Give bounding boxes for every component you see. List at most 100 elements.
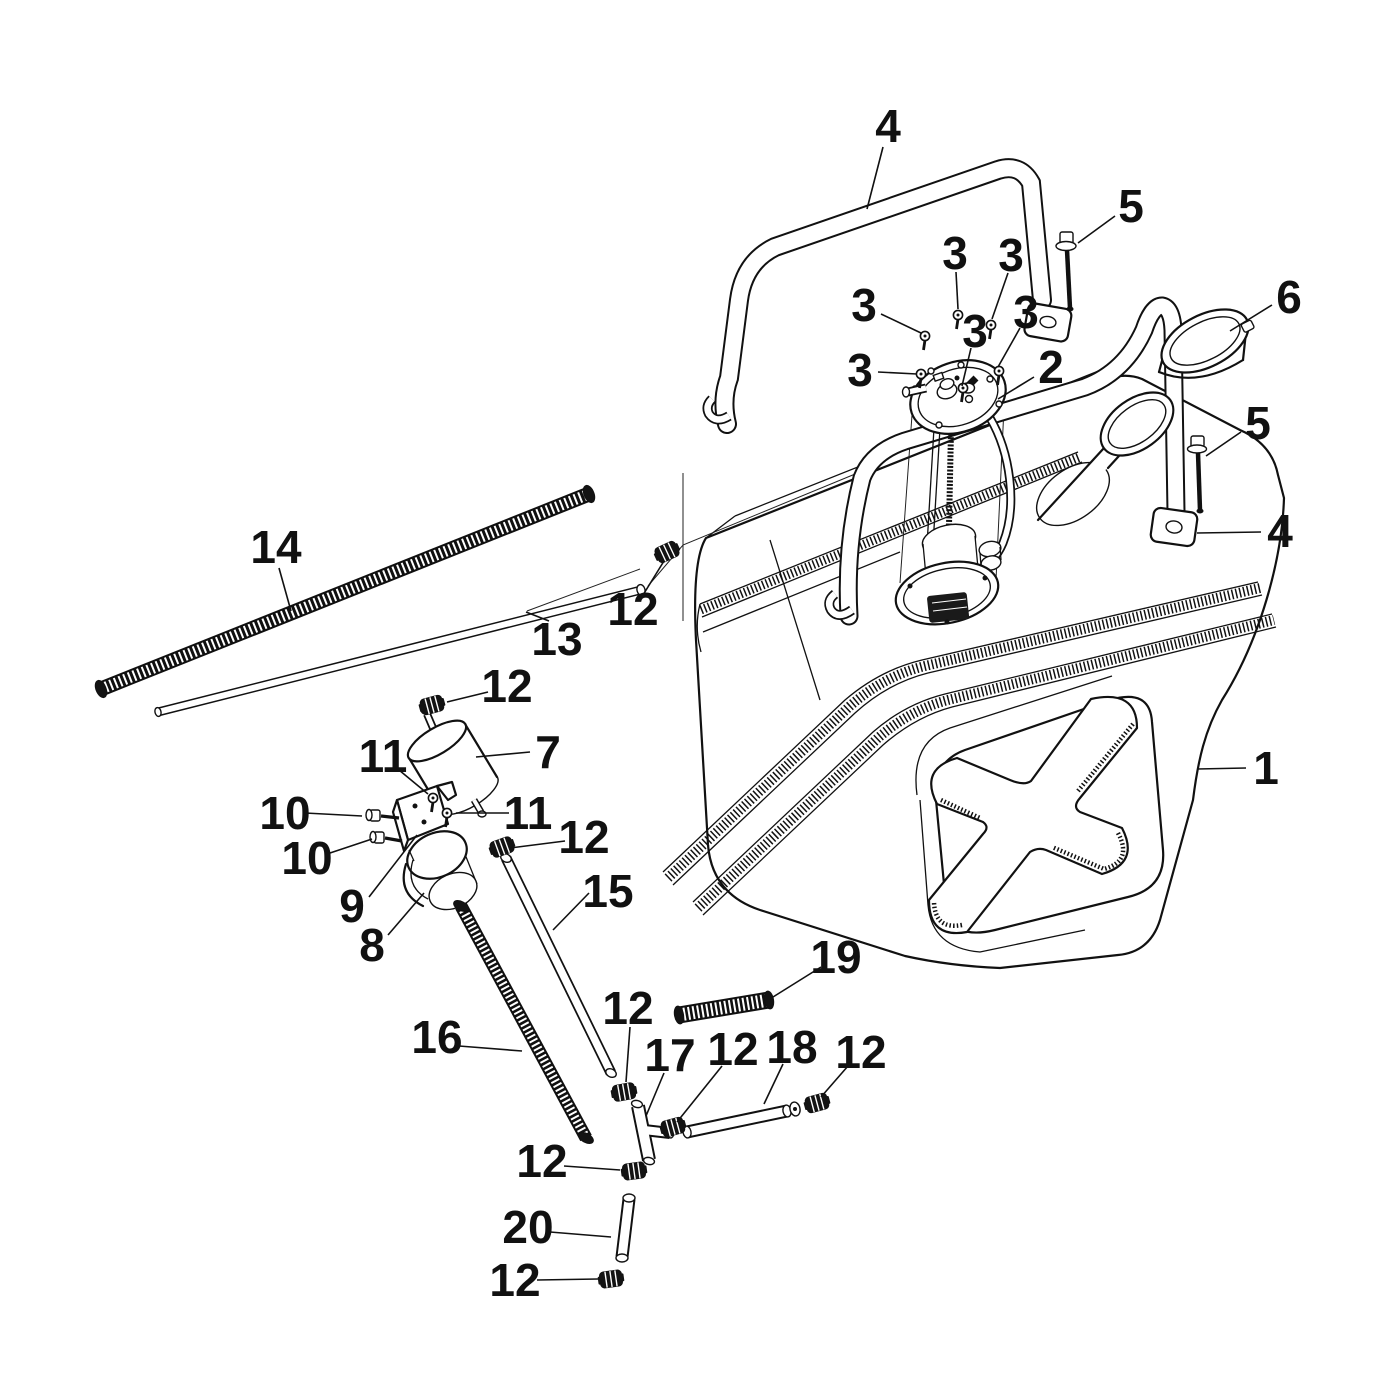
part-number-label: 5: [1118, 180, 1144, 232]
part-number-label: 12: [489, 1254, 540, 1306]
callout-3-5: 3: [851, 279, 922, 334]
bracket-bolt-10b: [369, 830, 403, 844]
leader-line: [676, 1065, 723, 1123]
part-number-label: 8: [359, 919, 385, 971]
part-number-label: 12: [835, 1026, 886, 1078]
part-number-label: 3: [962, 305, 988, 357]
leader-line: [536, 1278, 599, 1281]
leader-line: [475, 751, 531, 758]
callout-18-29: 18: [763, 1021, 818, 1105]
part-number-label: 20: [502, 1201, 553, 1253]
callout-4-11: 4: [1196, 505, 1293, 557]
leader-line: [398, 769, 429, 795]
fuel-tank: [662, 361, 1286, 970]
leader-line: [877, 371, 918, 375]
leader-line: [563, 1165, 621, 1171]
leader-line: [1196, 531, 1262, 534]
callout-5-1: 5: [1077, 180, 1144, 244]
fuel-pump-module: [894, 308, 1016, 626]
leader-line: [763, 1063, 784, 1105]
callout-13-14: 13: [525, 611, 583, 665]
leader-line: [1196, 767, 1247, 770]
part-number-label: 5: [1245, 397, 1271, 449]
callout-17-32: 17: [644, 1029, 696, 1117]
part-number-label: 16: [411, 1011, 462, 1063]
leader-line: [955, 271, 959, 310]
part-number-label: 6: [1276, 271, 1302, 323]
leader-line: [525, 611, 550, 622]
leader-line: [866, 146, 884, 210]
tank-upper-band: [696, 451, 1083, 653]
part-number-label: 12: [516, 1135, 567, 1187]
leader-line: [278, 567, 292, 612]
leader-line: [1229, 304, 1273, 332]
part-number-label: 4: [875, 100, 901, 152]
callout-12-13: 12: [607, 560, 665, 635]
callout-3-2: 3: [942, 227, 968, 310]
callout-10-19: 10: [259, 787, 363, 839]
strap-foot-left: [1023, 302, 1073, 343]
tank-end-bands: [662, 581, 1277, 916]
callout-14-12: 14: [250, 521, 302, 612]
spiral-wrap-19: [673, 990, 775, 1025]
part-number-label: 3: [847, 344, 873, 396]
part-number-label: 17: [644, 1029, 695, 1081]
part-number-label: 10: [281, 832, 332, 884]
part-number-label: 3: [942, 227, 968, 279]
leader-line: [820, 1065, 849, 1098]
leader-line: [997, 327, 1021, 368]
fuel-hose-15: [500, 852, 617, 1079]
part-number-label: 3: [1013, 286, 1039, 338]
part-number-label: 12: [707, 1023, 758, 1075]
callout-3-6: 3: [997, 286, 1039, 368]
part-number-label: 15: [582, 865, 633, 917]
callout-20-34: 20: [502, 1201, 612, 1253]
leader-line: [1205, 431, 1242, 457]
leader-line: [368, 834, 418, 898]
fuel-cap: [1157, 308, 1255, 379]
callout-12-30: 12: [676, 1023, 759, 1123]
part-number-label: 9: [339, 880, 365, 932]
callout-7-16: 7: [475, 726, 561, 778]
part-number-label: 19: [810, 931, 861, 983]
fuel-hose-20: [615, 1193, 636, 1263]
part-number-label: 12: [607, 583, 658, 635]
pump-flange: [901, 359, 1007, 435]
part-number-label: 18: [766, 1021, 817, 1073]
leader-line: [961, 347, 972, 387]
strap-bolt-top: [1055, 231, 1077, 312]
leader-line: [1077, 215, 1116, 244]
part-number-label: 11: [359, 730, 408, 782]
callout-1-18: 1: [1196, 742, 1279, 794]
part-number-label: 4: [1267, 505, 1293, 557]
leader-line: [645, 1072, 665, 1117]
tank-x-recess: [927, 695, 1139, 935]
clamp-12g: [619, 1160, 649, 1182]
callout-16-28: 16: [411, 1011, 523, 1063]
callout-2-8: 2: [997, 341, 1064, 400]
part-number-label: 10: [259, 787, 310, 839]
leader-line: [997, 376, 1035, 400]
callout-12-21: 12: [509, 811, 610, 863]
mount-strap-left: [702, 158, 1077, 434]
part-number-label: 7: [535, 726, 561, 778]
callout-12-35: 12: [489, 1254, 599, 1306]
bracket-bolt-10a: [365, 808, 400, 822]
spiral-hose-16: [453, 900, 594, 1144]
part-number-label: 11: [504, 787, 553, 839]
part-number-label: 3: [998, 229, 1024, 281]
callout-10-22: 10: [281, 832, 373, 884]
callout-19-26: 19: [772, 931, 862, 998]
leader-line: [446, 691, 489, 703]
callout-15-23: 15: [552, 865, 634, 931]
leader-line: [991, 272, 1009, 320]
fuel-tube-13: [154, 583, 646, 718]
clamp-12a: [651, 538, 683, 566]
callout-5-10: 5: [1205, 397, 1271, 457]
leader-line: [552, 892, 590, 931]
spiral-wrap-hose-14: [94, 484, 596, 699]
leader-line: [326, 838, 373, 855]
leader-line: [387, 892, 425, 936]
